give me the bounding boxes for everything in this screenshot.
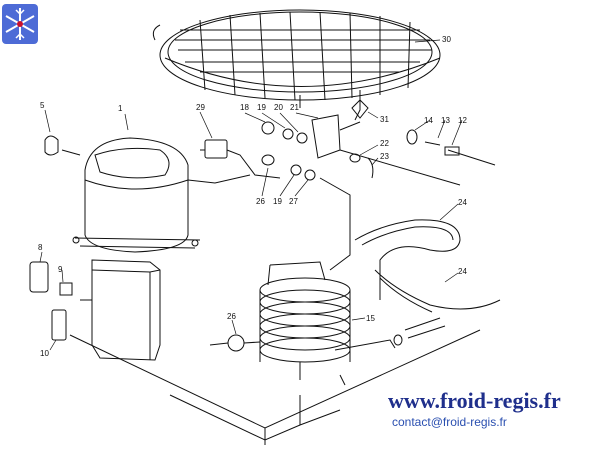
capacitor-10: [51, 309, 67, 341]
tube-right: [393, 317, 446, 346]
hose-24-upper: [354, 219, 461, 300]
label-part-31: 31: [380, 115, 389, 124]
label-part-9: 9: [58, 265, 63, 274]
leader-lines: [39, 39, 463, 351]
label-part-30: 30: [442, 35, 451, 44]
label-part-15: 15: [366, 314, 375, 323]
thermostat-29: [200, 139, 281, 179]
label-part-14: 14: [424, 116, 433, 125]
label-part-29: 29: [196, 103, 205, 112]
snowflake-logo-icon: [2, 4, 38, 44]
label-part-26-bottom: 26: [227, 312, 236, 321]
label-part-8: 8: [38, 243, 43, 252]
label-part-18: 18: [240, 103, 249, 112]
base-inner: [169, 394, 301, 441]
label-part-22: 22: [380, 139, 389, 148]
label-part-23: 23: [380, 152, 389, 161]
starter-relay: [80, 259, 161, 361]
label-part-24-lower: 24: [458, 267, 467, 276]
base-bracket: [299, 395, 341, 426]
evaporator-grid: [152, 9, 441, 121]
label-part-26-top: 26: [256, 197, 265, 206]
website-watermark: www.froid-regis.fr: [388, 388, 561, 413]
label-part-13: 13: [441, 116, 450, 125]
label-part-20: 20: [274, 103, 283, 112]
label-part-1: 1: [118, 104, 123, 113]
label-part-5: 5: [40, 101, 45, 110]
contact-email: contact@froid-regis.fr: [392, 415, 507, 429]
label-part-27: 27: [289, 197, 298, 206]
condenser-coil: [259, 261, 396, 386]
label-part-19-mid: 19: [273, 197, 282, 206]
label-part-24-upper: 24: [458, 198, 467, 207]
part-5-cap: [44, 135, 81, 156]
fittings-22-23: [339, 149, 461, 186]
label-part-19-top: 19: [257, 103, 266, 112]
fittings-26-19-27: [261, 154, 351, 271]
capacitor-8: [29, 261, 49, 293]
label-part-21: 21: [290, 103, 299, 112]
compressor: [72, 137, 251, 253]
part-31: [351, 99, 369, 119]
label-part-12: 12: [458, 116, 467, 125]
part-9: [59, 282, 73, 296]
valve-26: [209, 334, 261, 352]
fittings-12-14: [406, 129, 496, 166]
label-part-10: 10: [40, 349, 49, 358]
hose-24-lower: [374, 269, 501, 313]
part-labels: 1 5 8 9 10 12 13 14 15 18 19 20 21 22 23…: [38, 35, 467, 358]
